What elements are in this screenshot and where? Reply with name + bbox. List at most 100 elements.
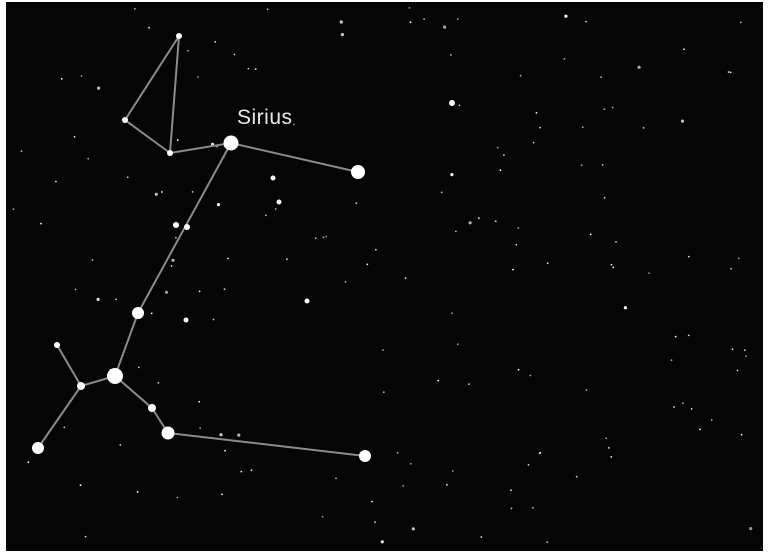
faint-star [81, 75, 83, 77]
star [176, 33, 182, 39]
faint-star [518, 369, 520, 371]
star [173, 222, 179, 228]
faint-star [341, 33, 344, 36]
faint-star [423, 18, 425, 20]
star [351, 165, 365, 179]
faint-star [564, 58, 566, 60]
sirius-label: Sirius [237, 106, 293, 130]
faint-star [451, 312, 453, 314]
faint-star [134, 8, 136, 10]
faint-star [402, 485, 404, 487]
faint-star [638, 66, 641, 69]
faint-star [409, 7, 411, 9]
faint-star [383, 391, 385, 393]
faint-star [681, 120, 684, 123]
faint-star [138, 367, 140, 369]
faint-star [237, 434, 240, 437]
line-segment [115, 313, 138, 376]
faint-star [213, 319, 215, 321]
faint-star [536, 112, 538, 114]
faint-star [325, 236, 327, 238]
faint-star [581, 164, 583, 166]
star [107, 368, 123, 384]
faint-star [675, 336, 677, 338]
faint-star [382, 349, 384, 351]
faint-star [187, 50, 189, 52]
star [184, 318, 189, 323]
faint-star [732, 348, 734, 350]
faint-star [730, 268, 732, 270]
faint-star [197, 76, 199, 78]
faint-star [480, 536, 482, 538]
faint-star [224, 288, 226, 290]
line-segment [170, 143, 231, 153]
faint-star [240, 471, 242, 473]
faint-star [355, 202, 357, 204]
faint-star [452, 470, 454, 472]
faint-star [517, 227, 519, 229]
faint-star [602, 164, 604, 166]
faint-star [214, 41, 216, 43]
faint-star [155, 193, 158, 196]
faint-star [711, 419, 713, 421]
faint-star [255, 68, 257, 70]
faint-star [532, 507, 534, 509]
faint-star [478, 217, 480, 219]
faint-star [457, 18, 459, 20]
faint-star [446, 484, 448, 486]
faint-star [345, 281, 347, 283]
faint-star [75, 289, 77, 291]
faint-star [643, 127, 645, 129]
faint-star [546, 541, 548, 543]
faint-star [457, 343, 459, 345]
faint-star [161, 191, 163, 193]
faint-star [115, 299, 117, 301]
faint-star [165, 291, 168, 294]
faint-star [528, 464, 530, 466]
faint-star [539, 127, 541, 129]
night-sky: Sirius [6, 2, 763, 551]
constellation-stars [32, 33, 455, 462]
faint-star [612, 107, 614, 109]
faint-star [13, 208, 15, 210]
star [122, 117, 128, 123]
faint-star [682, 402, 684, 404]
faint-star [749, 527, 752, 530]
faint-star [608, 447, 610, 449]
faint-star [55, 181, 57, 183]
faint-star [234, 54, 236, 56]
faint-star [323, 236, 325, 238]
faint-star [740, 22, 742, 24]
faint-star [199, 291, 201, 293]
faint-star [503, 154, 505, 156]
faint-star [437, 380, 439, 382]
faint-star [671, 359, 673, 361]
faint-star [97, 298, 100, 301]
faint-star [412, 527, 415, 530]
faint-star [366, 264, 368, 266]
faint-star [198, 401, 200, 403]
faint-star [455, 231, 457, 233]
faint-star [175, 237, 177, 239]
faint-star [151, 313, 153, 315]
faint-star [405, 277, 407, 279]
faint-star [335, 478, 337, 480]
faint-star [275, 208, 277, 210]
line-segment [168, 433, 365, 456]
line-segment [125, 36, 179, 120]
star [184, 224, 190, 230]
faint-star [673, 406, 675, 408]
line-segment [231, 143, 358, 172]
faint-star [539, 452, 541, 454]
faint-star [586, 389, 588, 391]
faint-star [74, 136, 76, 138]
faint-star [683, 48, 685, 50]
faint-star [511, 508, 513, 510]
faint-star [469, 221, 472, 224]
faint-star [441, 192, 443, 194]
faint-star [510, 489, 512, 491]
faint-star [590, 233, 592, 235]
faint-star [410, 463, 412, 465]
star-sirius [224, 136, 239, 151]
star [359, 450, 371, 462]
